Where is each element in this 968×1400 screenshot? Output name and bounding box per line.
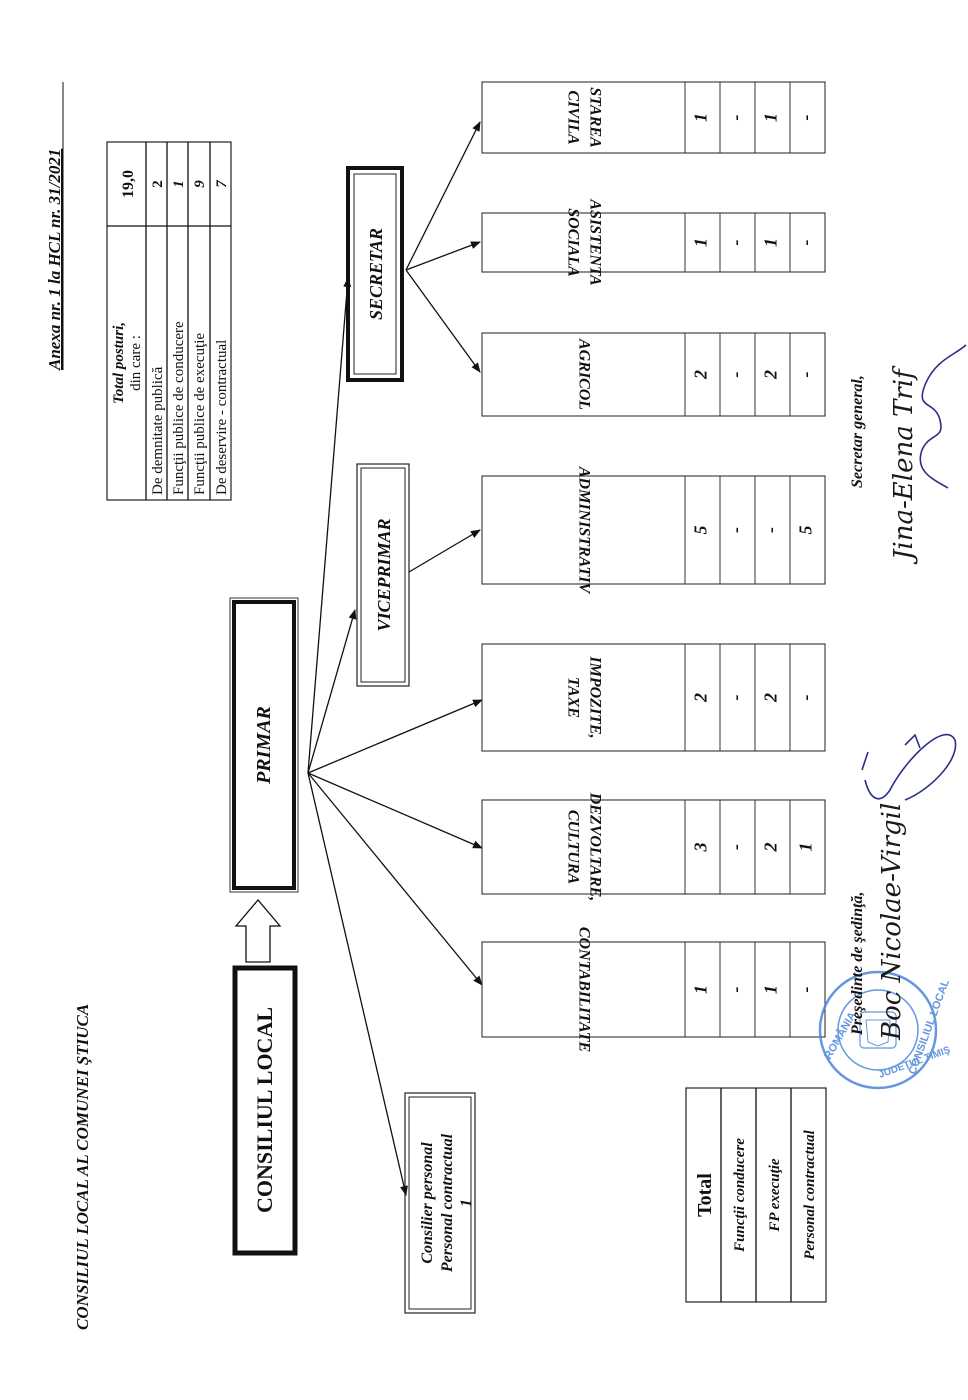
secretar-label: SECRETAR [366, 228, 386, 320]
department-executie-value: 1 [761, 113, 781, 122]
hollow-arrow-icon [234, 898, 282, 963]
department-box: CONTABILITATE 1 - 1 - [481, 927, 826, 1052]
secretary-name: Jina-Elena Trif [889, 365, 919, 565]
arrow-to-consilier [307, 772, 408, 1196]
department-name: ASISTENTA [586, 198, 603, 286]
arrow-to-dezvoltare [307, 772, 483, 849]
consilier-line3: 1 [458, 1199, 475, 1207]
summary-total: 19,0 [120, 170, 137, 198]
summary-row-value: 9 [192, 180, 208, 188]
arrow-to-administrativ [408, 529, 481, 573]
department-contractual-value: - [796, 695, 816, 701]
viceprimar-box: VICEPRIMAR [356, 463, 410, 687]
arrow-to-secretar [307, 277, 352, 774]
arrow-to-impozite [307, 699, 483, 774]
consilier-personal-box: Consilier personal Personal contractual … [404, 1092, 476, 1314]
summary-subtitle: din care : [128, 335, 144, 391]
department-conducere-value: - [726, 372, 746, 378]
department-box: AGRICOL 2 - 2 - [481, 332, 826, 417]
secretary-signature-icon [919, 344, 967, 489]
department-total-value: 5 [691, 526, 711, 535]
secretary-label: Secretar general, [849, 375, 866, 488]
consiliul-local-label: CONSILIUL LOCAL [252, 1007, 277, 1213]
president-name: Boc Nicolae-Virgil [877, 803, 907, 1041]
consilier-line2: Personal contractual [439, 1133, 456, 1273]
legend-total: Total [694, 1173, 716, 1217]
department-total-value: 1 [691, 238, 711, 247]
department-contractual-value: - [796, 115, 816, 121]
summary-table: Total posturi, din care : 19,0 De demnit… [106, 141, 232, 501]
primar-box: PRIMAR [229, 597, 299, 893]
department-box: ASISTENTA SOCIALA 1 - 1 - [481, 198, 826, 286]
department-conducere-value: - [726, 987, 746, 993]
department-contractual-value: - [796, 372, 816, 378]
secretar-box: SECRETAR [346, 166, 404, 382]
department-executie-value: 2 [761, 370, 781, 380]
primar-label: PRIMAR [253, 706, 275, 785]
connector-arrows [307, 121, 483, 1196]
department-executie-value: 1 [761, 238, 781, 247]
department-conducere-value: - [726, 115, 746, 121]
department-contractual-value: 1 [796, 843, 816, 852]
summary-row-label: Funcţii publice de conducere [171, 321, 187, 495]
arrow-to-contabilitate [307, 772, 483, 986]
department-total-value: 2 [691, 693, 711, 703]
department-name: ADMINISTRATIV [575, 466, 592, 595]
summary-row-value: 2 [150, 180, 166, 188]
viceprimar-label: VICEPRIMAR [374, 518, 394, 631]
department-conducere-value: - [726, 695, 746, 701]
department-executie-value: 2 [761, 693, 781, 703]
president-label: Preşedinte de şedinţă, [849, 891, 866, 1036]
arrow-to-asistenta [405, 241, 481, 271]
department-total-value: 2 [691, 370, 711, 380]
department-name: AGRICOL [575, 338, 592, 410]
arrow-to-agricol [405, 269, 481, 373]
legend-table: Total Funcţii conducere FP execuţie Pers… [685, 1087, 827, 1303]
department-name: IMPOZITE, [586, 655, 603, 738]
arrow-to-starea-civila [405, 121, 481, 271]
department-contractual-value: 5 [796, 526, 816, 535]
legend-contractual: Personal contractual [802, 1129, 818, 1259]
summary-row-value: 1 [171, 180, 187, 188]
department-name: SOCIALA [564, 208, 581, 277]
department-name: STAREA [586, 87, 603, 148]
department-contractual-value: - [796, 987, 816, 993]
department-box: ADMINISTRATIV 5 - - 5 [481, 466, 826, 595]
department-box: STAREA CIVILA 1 - 1 - [481, 81, 826, 154]
consiliul-local-box: CONSILIUL LOCAL [232, 965, 298, 1256]
summary-row-label: Funcţii publice de execuţie [192, 333, 208, 495]
department-total-value: 1 [691, 985, 711, 994]
department-name: CIVILA [564, 90, 581, 145]
department-executie-value: 2 [761, 843, 781, 853]
department-box: IMPOZITE, TAXE 2 - 2 - [481, 643, 826, 752]
consilier-line1: Consilier personal [419, 1142, 436, 1264]
department-total-value: 1 [691, 113, 711, 122]
summary-row-value: 7 [214, 180, 230, 188]
legend-executie: FP execuţie [767, 1158, 783, 1233]
summary-row-label: De deservire - contractual [214, 340, 230, 495]
legend-conducere: Funcţii conducere [732, 1138, 748, 1253]
department-box: DEZVOLTARE, CULTURA 3 - 2 1 [481, 792, 826, 902]
summary-row-label: De demnitate publică [150, 366, 166, 495]
department-name: CONTABILITATE [575, 927, 592, 1052]
council-title: CONSILIUL LOCAL AL COMUNEI ŞTIUCA [73, 1004, 92, 1330]
department-total-value: 3 [691, 843, 711, 853]
department-name: DEZVOLTARE, [586, 792, 603, 902]
department-conducere-value: - [726, 527, 746, 533]
president-signature-icon [861, 733, 957, 801]
department-executie-value: - [761, 527, 781, 533]
department-conducere-value: - [726, 240, 746, 246]
department-name: TAXE [564, 677, 581, 718]
arrow-to-viceprimar [307, 609, 357, 774]
department-name: CULTURA [564, 810, 581, 885]
department-conducere-value: - [726, 844, 746, 850]
summary-title: Total posturi, [111, 322, 127, 404]
annex-title: Anexa nr. 1 la HCL nr. 31/2021 [45, 149, 64, 371]
department-contractual-value: - [796, 240, 816, 246]
department-executie-value: 1 [761, 985, 781, 994]
